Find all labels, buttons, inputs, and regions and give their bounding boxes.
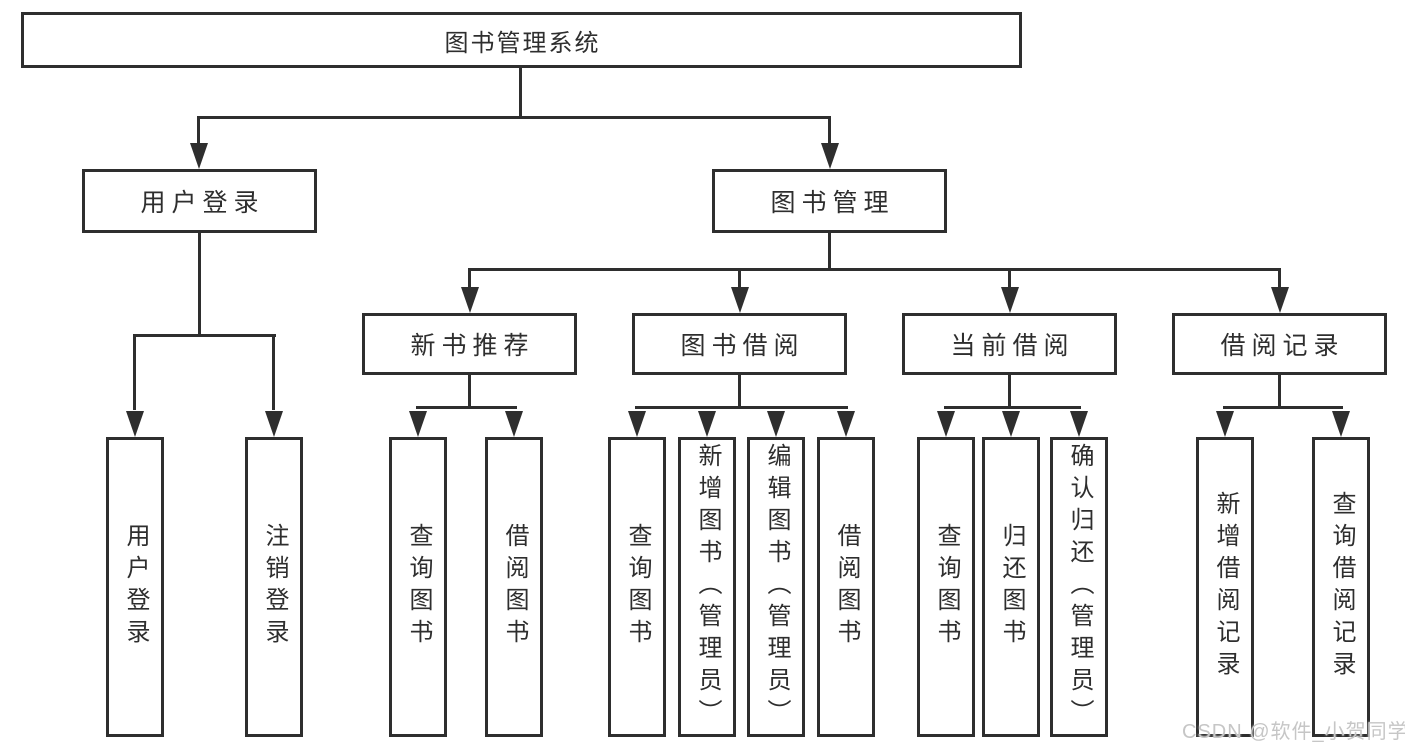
connector-records-hbar <box>1223 406 1343 409</box>
arrowhead-down-icon <box>837 411 855 437</box>
arrowhead-down-icon <box>698 411 716 437</box>
leaf-label: 查询图书 <box>933 523 960 651</box>
arrowhead-down-icon <box>190 143 208 169</box>
csdn-watermark: CSDN @软件_小贺同学 <box>1182 721 1405 743</box>
leaf-label: 用户登录 <box>122 523 149 651</box>
arrowhead-down-icon <box>1002 411 1020 437</box>
connector-l3-stem <box>1008 268 1011 288</box>
arrowhead-down-icon <box>126 411 144 437</box>
node-user-login: 用户登录 <box>82 169 317 233</box>
connector-borrowing-down <box>738 373 741 408</box>
connector-login-down <box>198 231 201 336</box>
leaf-label: 归还图书 <box>998 523 1025 651</box>
arrowhead-down-icon <box>731 287 749 313</box>
leaf-label: 查询借阅记录 <box>1328 491 1355 683</box>
connector-book-mgmt-stem <box>828 116 831 146</box>
leaf-borrowing-borrow-books: 借阅图书 <box>817 437 875 737</box>
leaf-label: 新增借阅记录 <box>1212 491 1239 683</box>
connector-records-down <box>1278 373 1281 408</box>
arrowhead-down-icon <box>1332 411 1350 437</box>
arrowhead-down-icon <box>1216 411 1234 437</box>
leaf-borrowing-add-books-admin: 新增图书（管理员） <box>678 437 736 737</box>
leaf-label: 注销登录 <box>261 523 288 651</box>
leaf-label: 编辑图书（管理员） <box>763 443 790 731</box>
leaf-current-query-books: 查询图书 <box>917 437 975 737</box>
arrowhead-down-icon <box>1070 411 1088 437</box>
node-book-borrowing: 图书借阅 <box>632 313 847 375</box>
leaf-label: 确认归还（管理员） <box>1066 443 1093 731</box>
connector-recommend-down <box>468 373 471 408</box>
arrowhead-down-icon <box>628 411 646 437</box>
arrowhead-down-icon <box>1271 287 1289 313</box>
connector-current-down <box>1008 373 1011 408</box>
node-current-borrowing: 当前借阅 <box>902 313 1117 375</box>
leaf-label: 借阅图书 <box>833 523 860 651</box>
leaf-recommend-borrow-books: 借阅图书 <box>485 437 543 737</box>
leaf-label: 查询图书 <box>405 523 432 651</box>
leaf-recommend-query-books: 查询图书 <box>389 437 447 737</box>
leaf-records-add-record: 新增借阅记录 <box>1196 437 1254 737</box>
connector-mgmt-hbar <box>468 268 1281 271</box>
connector-l3-stem <box>738 268 741 288</box>
connector-login-leaf2-stem <box>272 334 275 410</box>
node-borrowing-records: 借阅记录 <box>1172 313 1387 375</box>
arrowhead-down-icon <box>1001 287 1019 313</box>
arrowhead-down-icon <box>409 411 427 437</box>
arrowhead-down-icon <box>937 411 955 437</box>
connector-recommend-hbar <box>416 406 517 409</box>
leaf-user-login: 用户登录 <box>106 437 164 737</box>
arrowhead-down-icon <box>767 411 785 437</box>
leaf-label: 新增图书（管理员） <box>694 443 721 731</box>
connector-mgmt-down <box>828 231 831 271</box>
leaf-records-query-record: 查询借阅记录 <box>1312 437 1370 737</box>
node-library-management-system: 图书管理系统 <box>21 12 1022 68</box>
connector-l3-stem <box>1278 268 1281 288</box>
connector-l3-stem <box>468 268 471 288</box>
connector-user-login-stem <box>197 116 200 146</box>
connector-borrowing-hbar <box>635 406 848 409</box>
leaf-current-return-books: 归还图书 <box>982 437 1040 737</box>
connector-root-hbar <box>197 116 831 119</box>
arrowhead-down-icon <box>265 411 283 437</box>
leaf-borrowing-edit-books-admin: 编辑图书（管理员） <box>747 437 805 737</box>
leaf-borrowing-query-books: 查询图书 <box>608 437 666 737</box>
arrowhead-down-icon <box>505 411 523 437</box>
node-new-book-recommendation: 新书推荐 <box>362 313 577 375</box>
connector-login-hbar <box>133 334 276 337</box>
connector-root-stem <box>519 66 522 118</box>
node-book-management: 图书管理 <box>712 169 947 233</box>
connector-login-leaf1-stem <box>133 334 136 410</box>
connector-current-hbar <box>944 406 1081 409</box>
leaf-current-confirm-return-admin: 确认归还（管理员） <box>1050 437 1108 737</box>
arrowhead-down-icon <box>821 143 839 169</box>
arrowhead-down-icon <box>461 287 479 313</box>
leaf-label: 查询图书 <box>624 523 651 651</box>
leaf-label: 借阅图书 <box>501 523 528 651</box>
leaf-logout: 注销登录 <box>245 437 303 737</box>
